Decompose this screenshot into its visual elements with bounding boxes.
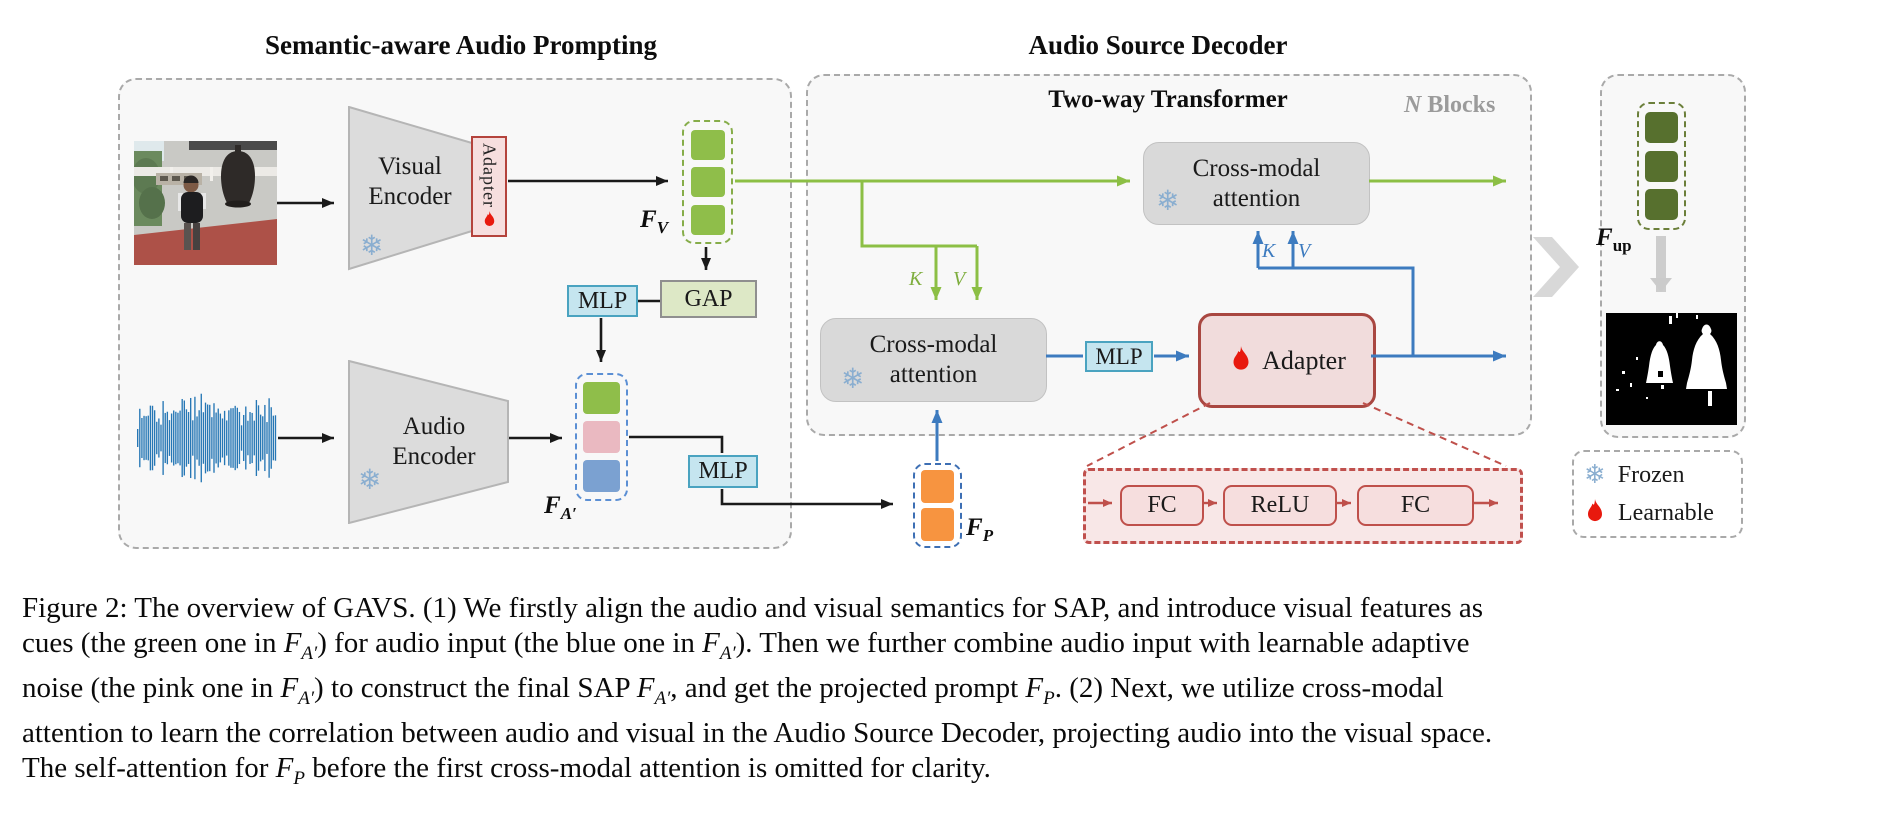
feature-block-green [690, 167, 725, 197]
learnable-flame-icon [484, 210, 494, 226]
fup-label-sub: up [1612, 236, 1632, 255]
legend-box: ❄ Frozen Learnable [1572, 450, 1743, 538]
learnable-flame-icon [1588, 499, 1602, 522]
visual-adapter-label: Adapter [479, 143, 500, 208]
n-blocks-rest: Blocks [1421, 92, 1496, 118]
mlp-projection-box: MLP [688, 455, 758, 488]
feature-block-green [690, 204, 725, 235]
frozen-snowflake-icon: ❄ [841, 362, 865, 395]
fv-label: FV [640, 206, 668, 238]
visual-adapter: Adapter [471, 136, 507, 237]
feature-block-green [583, 382, 620, 414]
transformer-title: Two-way Transformer [1048, 86, 1288, 113]
audio-encoder-line1: Audio [402, 413, 466, 440]
frozen-snowflake-icon: ❄ [1584, 460, 1606, 490]
prompt-token-orange [921, 470, 954, 503]
input-video-frame-image [132, 141, 277, 265]
segmentation-mask-image [1606, 313, 1737, 425]
value-label-green: V [953, 268, 966, 290]
cma-bottom-line2: attention [889, 361, 978, 388]
legend-frozen-row: ❄ Frozen [1584, 456, 1741, 494]
fp-label-sub: P [982, 526, 994, 545]
fc2-box: FC [1357, 485, 1474, 526]
audio-encoder: Audio Encoder ❄ [348, 360, 510, 524]
key-label-blue: K [1262, 240, 1276, 262]
visual-encoder-label: Visual Encoder [354, 152, 466, 212]
legend-learnable-row: Learnable [1584, 494, 1741, 532]
n-blocks-label: N Blocks [1404, 92, 1495, 119]
cma-bottom-line1: Cross-modal [869, 331, 998, 358]
key-label-green: K [909, 268, 923, 290]
sap-section-title: Semantic-aware Audio Prompting [264, 30, 657, 60]
legend-frozen-label: Frozen [1617, 461, 1685, 488]
feature-block-darkgreen [1645, 189, 1678, 221]
fa-label-base: F [544, 492, 561, 519]
prompt-token-orange [921, 508, 954, 541]
fa-label-sub: A′ [560, 504, 577, 523]
cross-modal-attention-top: Cross-modal attention ❄ [1143, 142, 1370, 225]
decoder-adapter-label: Adapter [1262, 345, 1346, 375]
fc1-box: FC [1120, 485, 1204, 526]
fa-label: FA′ [544, 492, 577, 524]
audio-waveform-image [135, 386, 278, 490]
relu-box: ReLU [1223, 485, 1337, 526]
value-label-blue: V [1298, 240, 1311, 262]
fup-label-base: F [1596, 224, 1613, 251]
frozen-snowflake-icon: ❄ [1156, 184, 1180, 217]
fv-label-base: F [640, 206, 657, 233]
fp-prompt-stack [913, 463, 962, 548]
fv-label-sub: V [656, 218, 669, 237]
legend-learnable-label: Learnable [1618, 499, 1714, 526]
cma-top-line2: attention [1212, 184, 1301, 212]
feature-block-pink [583, 421, 620, 453]
mlp-gap-box: MLP [567, 285, 638, 317]
cross-modal-attention-bottom: Cross-modal attention ❄ [820, 318, 1047, 402]
fa-prompt-stack [575, 373, 628, 501]
stage-transition-arrow [1533, 237, 1579, 297]
fup-feature-stack [1637, 102, 1686, 230]
feature-block-darkgreen [1645, 150, 1678, 182]
fup-label: Fup [1596, 224, 1632, 256]
frozen-snowflake-icon: ❄ [360, 229, 384, 262]
feature-block-darkgreen [1645, 111, 1678, 143]
visual-encoder-line2: Encoder [368, 183, 452, 210]
frozen-snowflake-icon: ❄ [358, 463, 382, 496]
decoder-section-title: Audio Source Decoder [1028, 30, 1288, 60]
learnable-flame-icon [1233, 346, 1249, 370]
visual-encoder-line1: Visual [378, 153, 442, 180]
n-blocks-n: N [1404, 92, 1422, 118]
feature-block-blue [583, 460, 620, 492]
audio-encoder-line2: Encoder [392, 443, 476, 470]
fp-label-base: F [966, 514, 983, 541]
fp-label: FP [966, 514, 993, 546]
fv-feature-stack [682, 120, 733, 244]
visual-encoder: Visual Encoder ❄ Adapter [348, 106, 508, 272]
mlp-decoder-box: MLP [1085, 341, 1153, 372]
figure-caption: Figure 2: The overview of GAVS. (1) We f… [22, 592, 1493, 789]
audio-encoder-label: Audio Encoder [372, 412, 496, 472]
decoder-adapter-box: Adapter [1198, 313, 1376, 408]
cma-top-line1: Cross-modal [1192, 154, 1321, 182]
feature-block-green [690, 129, 725, 160]
gap-box: GAP [660, 280, 757, 318]
